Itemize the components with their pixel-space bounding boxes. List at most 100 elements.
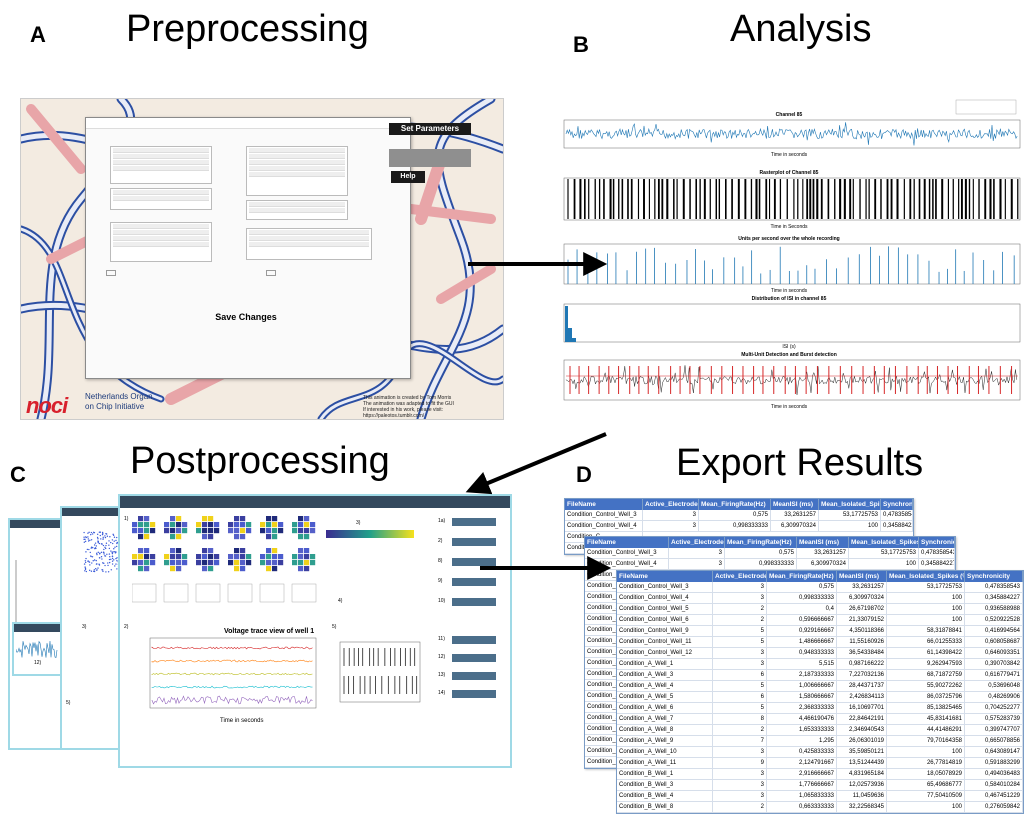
table-cell[interactable]: Condition_A_Well_8 bbox=[617, 725, 713, 735]
table-cell[interactable]: 3 bbox=[669, 559, 725, 569]
side-button[interactable] bbox=[452, 690, 496, 698]
table-cell[interactable]: 5 bbox=[713, 637, 767, 647]
table-cell[interactable]: Condition_Control_Well_11 bbox=[617, 637, 713, 647]
column-header[interactable]: MeanISI (ms) bbox=[837, 571, 887, 582]
table-cell[interactable]: 0,998333333 bbox=[725, 559, 797, 569]
table-cell[interactable]: 0,575 bbox=[725, 548, 797, 558]
table-cell[interactable]: 100 bbox=[887, 747, 965, 757]
table-cell[interactable]: 26,67198702 bbox=[837, 604, 887, 614]
table-cell[interactable]: 58,31878841 bbox=[887, 626, 965, 636]
table-cell[interactable]: 2 bbox=[713, 604, 767, 614]
table-cell[interactable]: 55,90272262 bbox=[887, 681, 965, 691]
table-cell[interactable]: 6 bbox=[713, 692, 767, 702]
help-button[interactable]: Help bbox=[391, 171, 425, 183]
table-cell[interactable]: 45,83141681 bbox=[887, 714, 965, 724]
column-header[interactable]: Synchronicity bbox=[965, 571, 1023, 582]
table-cell[interactable]: 5,515 bbox=[767, 659, 837, 669]
table-cell[interactable]: 0,399747707 bbox=[965, 725, 1023, 735]
table-cell[interactable]: 0,575 bbox=[767, 582, 837, 592]
table-cell[interactable]: 3 bbox=[713, 780, 767, 790]
table-cell[interactable]: Condition_Control_Well_4 bbox=[617, 593, 713, 603]
table-cell[interactable]: 11,0459636 bbox=[837, 791, 887, 801]
table-cell[interactable]: 0,596666667 bbox=[767, 615, 837, 625]
table-cell[interactable]: 21,33079152 bbox=[837, 615, 887, 625]
column-header[interactable]: MeanISI (ms) bbox=[771, 499, 819, 510]
table-cell[interactable]: 18,05078929 bbox=[887, 769, 965, 779]
table-cell[interactable]: 2,916666667 bbox=[767, 769, 837, 779]
table-cell[interactable]: 0,584010284 bbox=[965, 780, 1023, 790]
table-cell[interactable]: 3 bbox=[713, 582, 767, 592]
table-cell[interactable]: 3 bbox=[713, 747, 767, 757]
table-cell[interactable]: 61,14398422 bbox=[887, 648, 965, 658]
table-cell[interactable]: 3 bbox=[669, 548, 725, 558]
table-cell[interactable]: 0,616779471 bbox=[965, 670, 1023, 680]
table-cell[interactable]: Condition_Control_Well_12 bbox=[617, 648, 713, 658]
table-cell[interactable]: 100 bbox=[819, 521, 881, 531]
column-header[interactable]: Synchronicity bbox=[883, 499, 913, 510]
table-cell[interactable]: 0,646093351 bbox=[965, 648, 1023, 658]
table-cell[interactable]: Condition_Control_Well_3 bbox=[585, 548, 669, 558]
table-cell[interactable]: Condition_A_Well_1 bbox=[617, 659, 713, 669]
table-cell[interactable]: 0,494036483 bbox=[965, 769, 1023, 779]
table-cell[interactable]: Condition_B_Well_1 bbox=[617, 769, 713, 779]
table-cell[interactable]: 33,2631257 bbox=[771, 510, 819, 520]
table-cell[interactable]: 4,831965184 bbox=[837, 769, 887, 779]
table-cell[interactable]: 0,416994564 bbox=[965, 626, 1023, 636]
table-cell[interactable]: 4,466190476 bbox=[767, 714, 837, 724]
column-header[interactable]: Mean_FiringRate(Hz) bbox=[699, 499, 771, 510]
checkbox[interactable] bbox=[266, 270, 276, 276]
table-cell[interactable]: 2 bbox=[713, 725, 767, 735]
table-cell[interactable]: 5 bbox=[713, 681, 767, 691]
table-cell[interactable]: 1,295 bbox=[767, 736, 837, 746]
table-cell[interactable]: 0,467451229 bbox=[965, 791, 1023, 801]
table-cell[interactable]: 7,227032136 bbox=[837, 670, 887, 680]
save-changes-button[interactable]: Save Changes bbox=[196, 309, 296, 323]
table-cell[interactable]: 0,575 bbox=[699, 510, 771, 520]
table-cell[interactable]: Condition_B_Well_4 bbox=[617, 791, 713, 801]
table-cell[interactable]: 3 bbox=[713, 659, 767, 669]
table-cell[interactable]: 0,345884227 bbox=[921, 559, 955, 569]
table-cell[interactable]: 100 bbox=[849, 559, 919, 569]
table-cell[interactable]: 0,478358543 bbox=[883, 510, 913, 520]
table-cell[interactable]: 0,643089147 bbox=[965, 747, 1023, 757]
table-cell[interactable]: Condition_Control_Well_3 bbox=[617, 582, 713, 592]
table-cell[interactable]: 2 bbox=[713, 615, 767, 625]
table-cell[interactable]: 0,998333333 bbox=[767, 593, 837, 603]
table-cell[interactable]: 0,998333333 bbox=[699, 521, 771, 531]
table-cell[interactable]: 0,53696048 bbox=[965, 681, 1023, 691]
column-header[interactable]: Mean_Isolated_Spikes (%) bbox=[821, 499, 881, 510]
table-cell[interactable]: 0,425833333 bbox=[767, 747, 837, 757]
table-cell[interactable]: Condition_A_Well_4 bbox=[617, 681, 713, 691]
column-header[interactable]: MeanISI (ms) bbox=[797, 537, 849, 548]
grey-button[interactable] bbox=[389, 149, 471, 167]
side-button[interactable] bbox=[452, 518, 496, 526]
column-header[interactable]: FileName bbox=[585, 537, 669, 548]
column-header[interactable]: Synchronicity bbox=[919, 537, 955, 548]
table-cell[interactable]: 36,54338484 bbox=[837, 648, 887, 658]
column-header[interactable]: Mean_Isolated_Spikes (%) bbox=[851, 537, 919, 548]
table-cell[interactable]: 0,478358543 bbox=[921, 548, 955, 558]
side-button[interactable] bbox=[452, 558, 496, 566]
table-cell[interactable]: 2,346940543 bbox=[837, 725, 887, 735]
table-cell[interactable]: 2,187333333 bbox=[767, 670, 837, 680]
table-cell[interactable]: 6,309970324 bbox=[837, 593, 887, 603]
table-cell[interactable]: 85,13825465 bbox=[887, 703, 965, 713]
side-button[interactable] bbox=[452, 636, 496, 644]
table-cell[interactable]: 6 bbox=[713, 670, 767, 680]
table-cell[interactable]: 0,478358543 bbox=[965, 582, 1023, 592]
table-cell[interactable]: 26,77814819 bbox=[887, 758, 965, 768]
table-cell[interactable]: 0,608058687 bbox=[965, 637, 1023, 647]
table-cell[interactable]: 8 bbox=[713, 714, 767, 724]
table-cell[interactable]: Condition_Control_Well_5 bbox=[617, 604, 713, 614]
table-cell[interactable]: 1,580666667 bbox=[767, 692, 837, 702]
table-cell[interactable]: Condition_Control_Well_4 bbox=[585, 559, 669, 569]
table-cell[interactable]: 1,776666667 bbox=[767, 780, 837, 790]
table-cell[interactable]: 86,03725796 bbox=[887, 692, 965, 702]
table-cell[interactable]: 0,345884227 bbox=[883, 521, 913, 531]
table-cell[interactable]: 0,704252277 bbox=[965, 703, 1023, 713]
table-cell[interactable]: Condition_A_Well_7 bbox=[617, 714, 713, 724]
set-parameters-button[interactable]: Set Parameters bbox=[389, 123, 471, 135]
table-cell[interactable]: 13,51244439 bbox=[837, 758, 887, 768]
table-cell[interactable]: 11,55160926 bbox=[837, 637, 887, 647]
table-cell[interactable]: 77,50410509 bbox=[887, 791, 965, 801]
